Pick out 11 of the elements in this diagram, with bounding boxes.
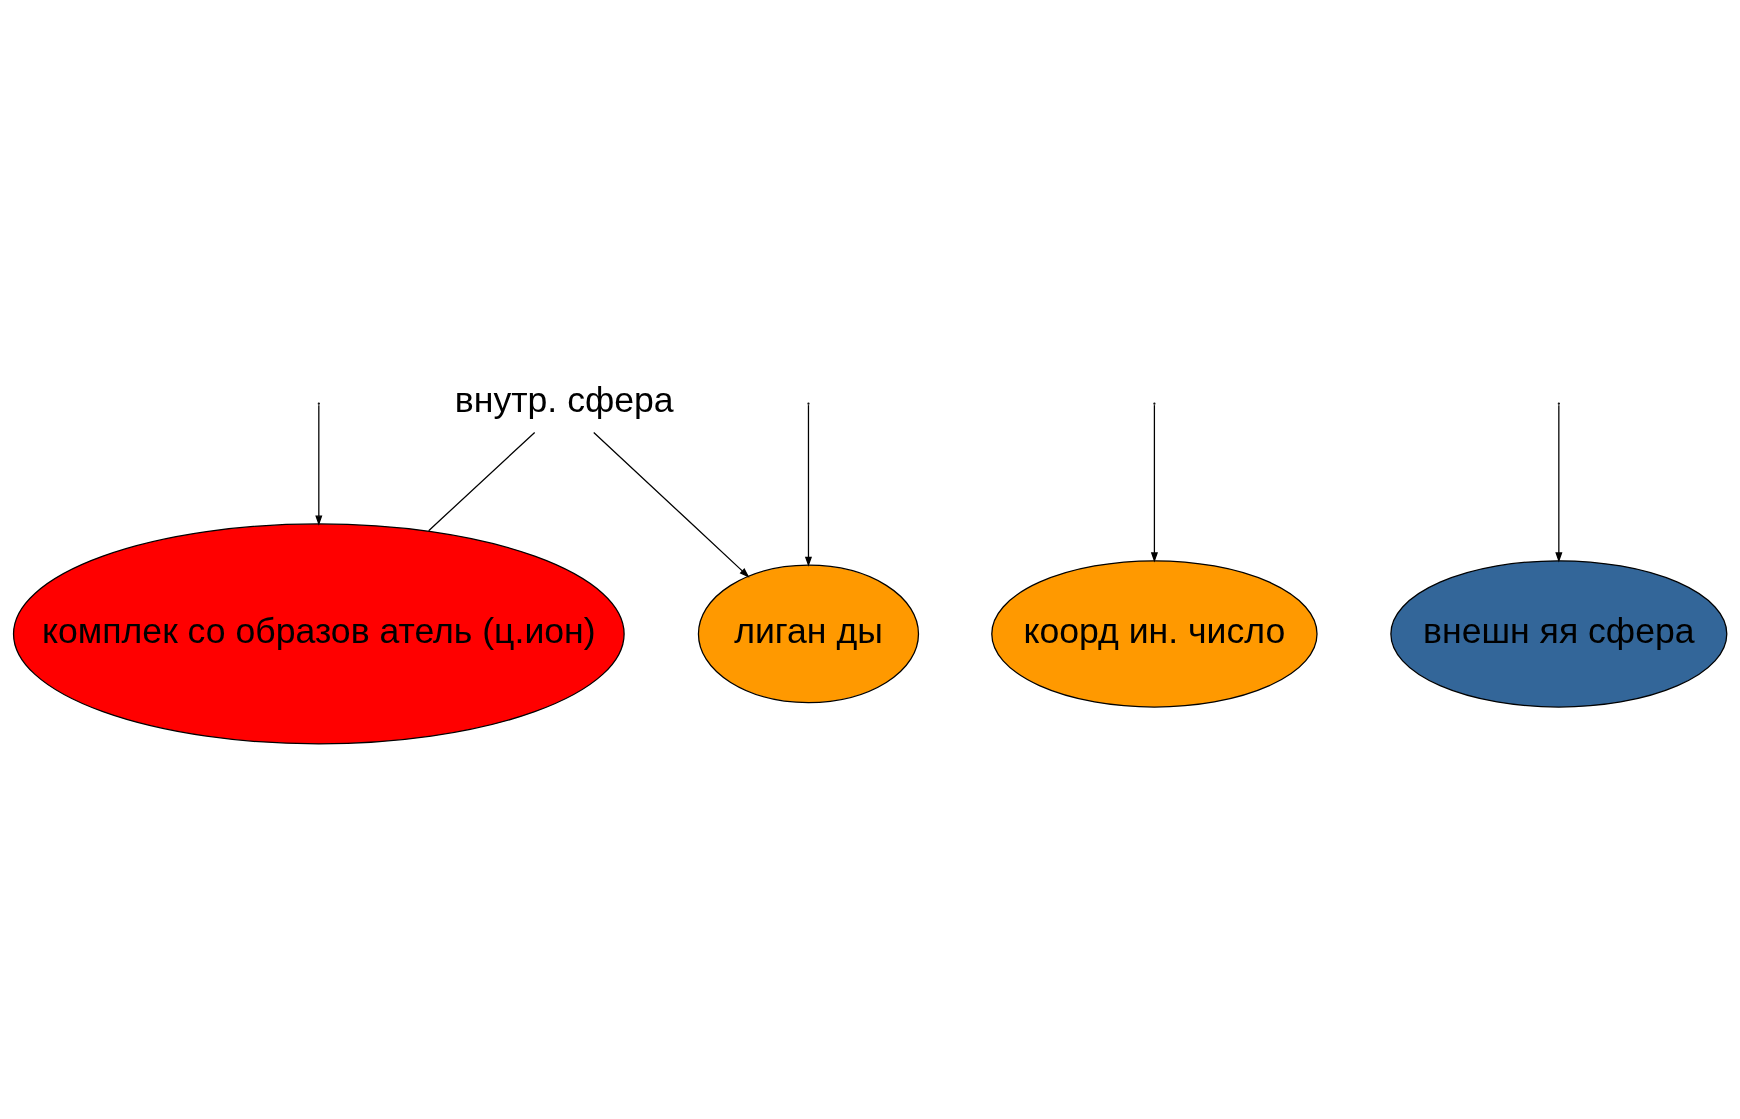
arrow [1150,404,1158,563]
arrow [804,404,813,567]
connector [428,431,536,532]
node-text: внутр. сфера [454,380,674,421]
node-ellipse: комплек со образов атель (ц.ион) [12,523,625,745]
arrow [593,431,750,578]
node-ellipse: внешн яя сфера [1390,560,1728,708]
node-ellipse: коорд ин. число [991,560,1318,708]
arrow [1555,404,1563,563]
node-ellipse: лиган ды [697,564,920,704]
arrow [315,404,323,526]
